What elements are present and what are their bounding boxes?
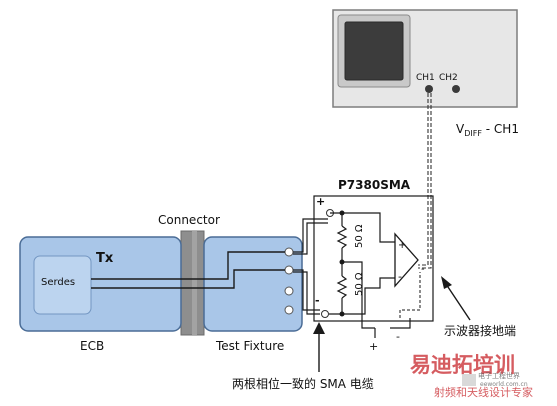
fixture-pin (284, 305, 294, 315)
ground-return-dashed (399, 272, 421, 318)
ch2-label: CH2 (439, 73, 458, 83)
probe-cable (418, 93, 432, 269)
watermark-mini: 电子工程世界 (478, 371, 520, 380)
tx-label: Tx (96, 251, 114, 266)
cables-annotation: 两根相位一致的 SMA 电缆 (232, 376, 374, 391)
connector-block-shade (192, 231, 197, 335)
probe-label: P7380SMA (338, 178, 411, 192)
resistor-top-value: 50 Ω (354, 224, 365, 248)
probe-minus-pin: - (396, 330, 400, 343)
scope-screen (344, 21, 404, 81)
ground-arrow (441, 276, 471, 321)
serdes-label: Serdes (41, 277, 75, 288)
ch1-label: CH1 (416, 73, 435, 83)
resistor-bottom (336, 275, 348, 299)
sma-connector-bottom (321, 310, 329, 318)
watermark-subtitle: 射频和天线设计专家 (434, 385, 533, 399)
fixture-pin (284, 247, 294, 257)
vdiff-label: VDIFF - CH1 (456, 122, 519, 138)
resistor-top (336, 225, 348, 249)
probe-body (313, 195, 434, 322)
probe-plus-top: + (316, 195, 325, 208)
serdes-block (33, 255, 92, 315)
op-amp-plus: + (398, 240, 406, 251)
probe-plus-pin: + (369, 340, 378, 353)
watermark-site: eeworld.com.cn (480, 381, 528, 388)
op-amp (394, 232, 419, 288)
resistor-bottom-value: 50 Ω (354, 272, 365, 296)
ecb-caption: ECB (80, 339, 104, 353)
signal-traces (91, 251, 285, 289)
ground-annotation: 示波器接地端 (444, 323, 516, 338)
connector-label: Connector (158, 213, 220, 227)
output-minus-sign: - (421, 264, 425, 275)
ch1-connector[interactable] (425, 85, 433, 93)
junction-dots (339, 210, 345, 317)
watermark-brand: 易迪拓培训 (410, 353, 515, 377)
ch2-connector[interactable] (452, 85, 460, 93)
cables-arrow (313, 322, 325, 372)
test-fixture-caption: Test Fixture (215, 339, 284, 353)
watermark-logo: 易迪拓培训 射频和天线设计专家 电子工程世界 eeworld.com.cn (410, 353, 533, 399)
fixture-pin (284, 265, 294, 275)
op-amp-minus: - (398, 270, 402, 283)
fixture-pin (284, 286, 294, 296)
watermark-badge (462, 374, 476, 386)
oscilloscope: CH1 CH2 (332, 9, 518, 108)
probe-minus-bottom: - (315, 294, 320, 307)
